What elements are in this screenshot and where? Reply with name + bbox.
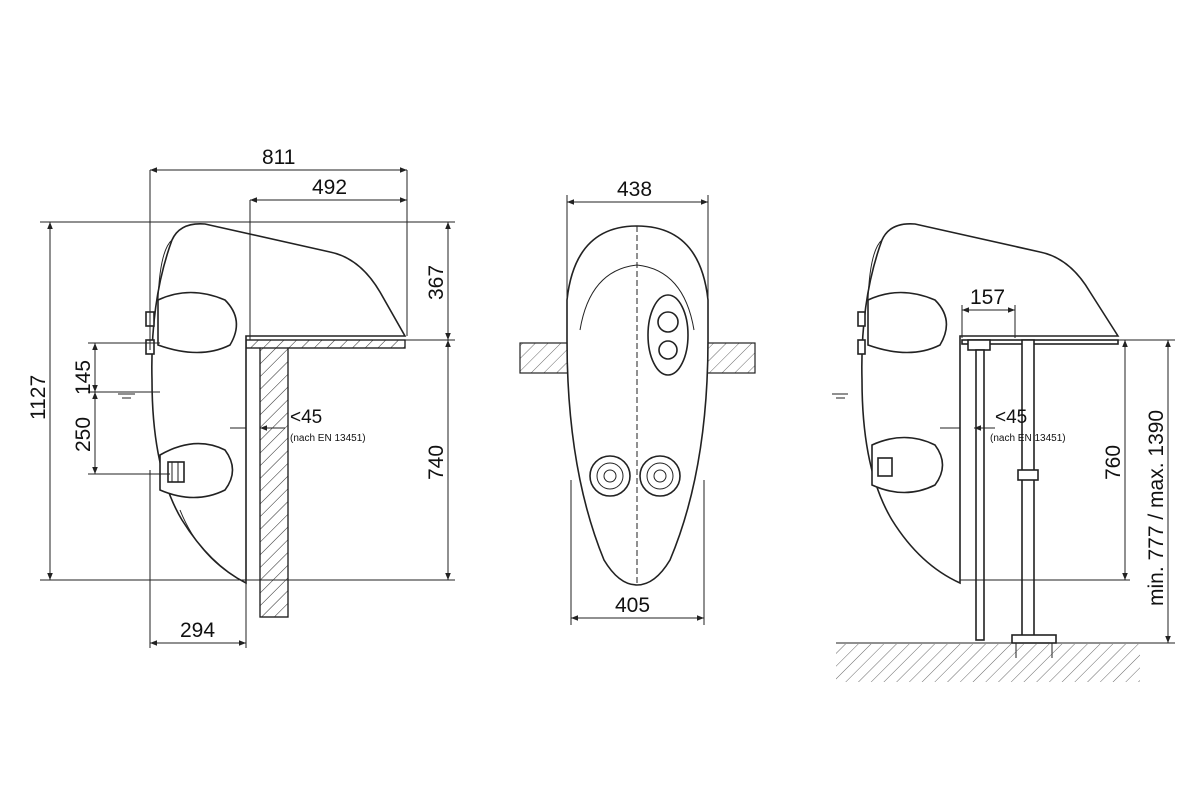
dim-492: 492 [312,176,347,199]
dim-157: 157 [970,286,1005,309]
dim-405: 405 [615,594,650,617]
dim-811: 811 [262,146,295,169]
jet-right [639,455,681,497]
stand-angle-label: <45 [995,407,1027,428]
dim-250: 250 [72,417,95,452]
dim-367: 367 [425,265,448,300]
stand-unit-body [861,223,1120,585]
front-body [566,225,709,586]
side-view: 811 492 367 740 1127 145 250 294 [27,146,455,648]
dim-740: 740 [425,445,448,480]
dim-438: 438 [617,178,652,201]
jet-left [589,455,631,497]
front-view: 438 405 [519,178,756,625]
dim-294: 294 [180,619,215,642]
nozzle-side [167,461,185,483]
dim-145: 145 [72,360,95,395]
angle-label: <45 [290,407,322,428]
upper-window [157,291,238,354]
dim-1127: 1127 [27,375,50,420]
stand-angle-note: (nach EN 13451) [990,433,1066,444]
angle-note: (nach EN 13451) [290,433,366,444]
dim-height-range: min. 777 / max. 1390 [1145,410,1168,606]
dim-760: 760 [1102,445,1125,480]
lower-housing [159,442,234,499]
stand-view: 157 <45 (nach EN 13451) 760 min. 777 / m… [832,223,1175,682]
